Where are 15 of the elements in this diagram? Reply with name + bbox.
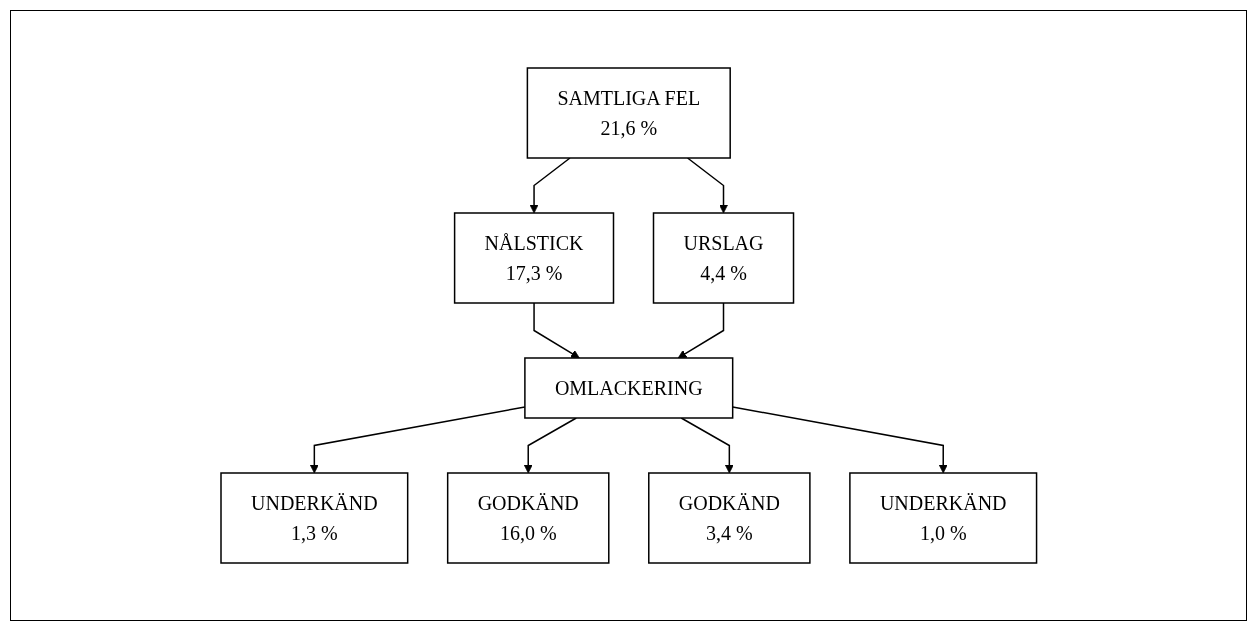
node-box	[526, 67, 731, 159]
node-box	[453, 212, 614, 304]
node-box	[652, 212, 794, 304]
node-box	[219, 472, 409, 564]
arrow	[677, 302, 724, 359]
arrow	[533, 302, 580, 359]
arrow	[686, 157, 728, 214]
node-box	[647, 472, 811, 564]
node-box	[446, 472, 610, 564]
arrow	[523, 417, 577, 474]
arrow	[529, 157, 571, 214]
node-box	[848, 472, 1038, 564]
node-box	[523, 357, 734, 419]
diagram-frame: SAMTLIGA FEL 21,6 % NÅLSTICK 17,3 % URSLAG 4,4 % OMLACKERING UNDERKÄND 1,3 % GODKÄND 16,0 % GODKÄND 3,4 % UNDERKÄND 1,0 %	[10, 10, 1247, 621]
arrow	[680, 417, 734, 474]
